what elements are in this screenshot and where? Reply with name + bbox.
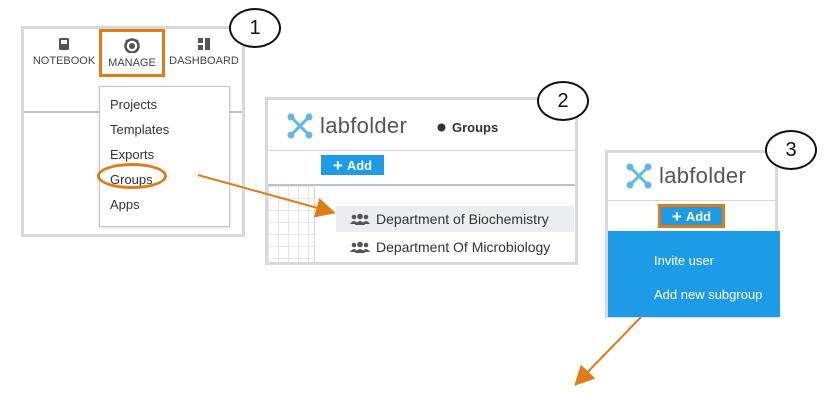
menu-item-apps[interactable]: Apps [110, 197, 140, 212]
tab-label: NOTEBOOK [32, 55, 96, 67]
dashboard-icon [198, 38, 210, 50]
add-highlight [658, 204, 725, 228]
menu-item-exports[interactable]: Exports [110, 147, 155, 162]
add-label: Add [346, 157, 373, 173]
menu-item-projects[interactable]: Projects [110, 97, 157, 112]
labfolder-logo[interactable]: labfolder [625, 162, 746, 190]
step-marker: 3 [765, 130, 817, 170]
grid-background [268, 186, 314, 262]
step-marker: 1 [229, 8, 281, 48]
menu-item-invite-user[interactable]: Invite user [654, 253, 714, 268]
groups-highlight-ring [97, 163, 167, 189]
divider [314, 186, 315, 262]
divider [268, 184, 575, 186]
labfolder-logo-icon [626, 163, 652, 189]
add-menu-panel: labfolder + Add Invite user Add new subg… [605, 150, 780, 318]
users-icon [350, 241, 370, 253]
manage-icon [124, 38, 140, 53]
plus-icon: + [332, 155, 343, 175]
page-title-text: Groups [452, 120, 499, 135]
manage-menu-panel: NOTEBOOK MANAGE DASHBOARD Projects Templ… [21, 26, 245, 237]
top-navbar: NOTEBOOK MANAGE DASHBOARD [24, 29, 242, 81]
labfolder-logo-icon [287, 113, 313, 139]
divider [268, 150, 575, 151]
group-row[interactable]: Department of Biochemistry [336, 206, 574, 232]
step-marker: 2 [537, 81, 589, 121]
tab-dashboard[interactable]: DASHBOARD [168, 29, 240, 79]
notebook-icon [59, 38, 69, 50]
divider [608, 200, 775, 201]
groups-icon [437, 123, 446, 132]
tab-label: MANAGE [108, 57, 156, 69]
add-button[interactable]: + Add [661, 207, 722, 225]
groups-page-panel: labfolder Groups + Add Department of Bio… [265, 97, 578, 265]
tab-notebook[interactable]: NOTEBOOK [28, 29, 100, 79]
page-title: Groups [437, 120, 498, 135]
plus-icon: + [671, 206, 682, 226]
users-icon [350, 213, 370, 225]
tab-label: DASHBOARD [169, 55, 239, 67]
menu-item-templates[interactable]: Templates [110, 122, 170, 137]
logo-text: labfolder [320, 113, 408, 138]
tab-manage[interactable]: MANAGE [99, 29, 165, 77]
menu-item-add-subgroup[interactable]: Add new subgroup [654, 287, 763, 302]
add-dropdown: Invite user Add new subgroup [608, 231, 780, 317]
logo-text: labfolder [659, 163, 747, 188]
group-row[interactable]: Department Of Microbiology [336, 234, 574, 260]
arrow-groups-to-row [197, 174, 336, 218]
add-button[interactable]: + Add [321, 155, 384, 175]
group-name: Department Of Microbiology [376, 239, 551, 255]
add-label: Add [685, 208, 712, 224]
labfolder-logo[interactable]: labfolder [286, 112, 407, 140]
arrow-subgroup-down [574, 316, 642, 386]
group-name: Department of Biochemistry [376, 211, 549, 227]
